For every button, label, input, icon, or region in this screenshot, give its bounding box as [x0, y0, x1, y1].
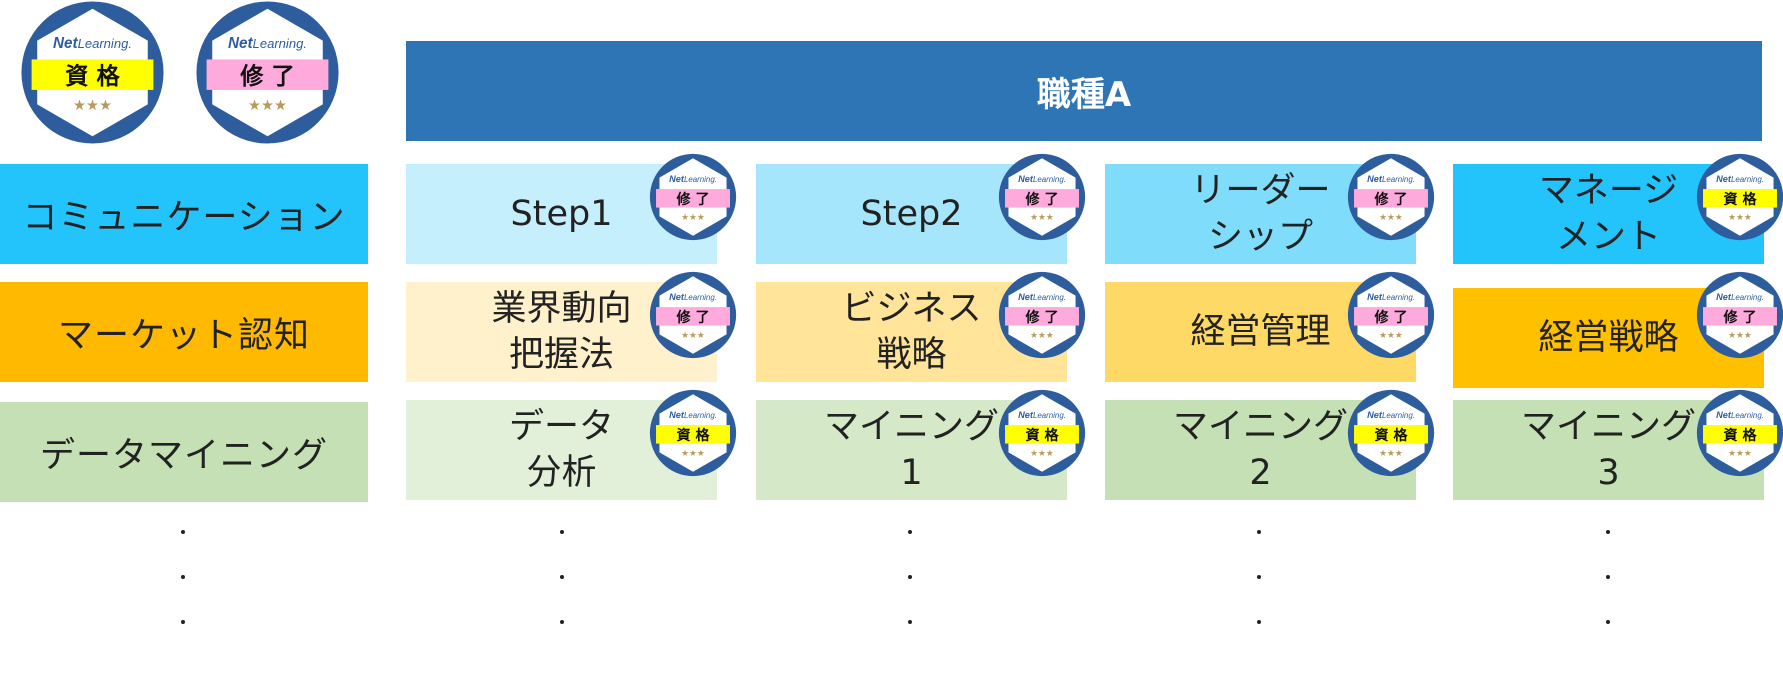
ellipsis-column: [173, 530, 193, 640]
row-label-communication: コミュニケーション: [0, 164, 368, 264]
skill-cell-text: マネージ メント: [1538, 171, 1679, 257]
svg-text:★★★: ★★★: [1030, 449, 1054, 459]
cell-badge: NetLearning. 修 了 ★★★: [649, 271, 737, 359]
ellipsis-column: [1598, 530, 1618, 640]
svg-text:★★★: ★★★: [681, 213, 705, 223]
svg-text:NetLearning.: NetLearning.: [228, 35, 307, 52]
cell-badge: NetLearning. 修 了 ★★★: [649, 153, 737, 241]
svg-text:資 格: 資 格: [65, 63, 120, 90]
svg-text:NetLearning.: NetLearning.: [1716, 292, 1764, 302]
skill-cell-text: Step2: [860, 194, 963, 234]
svg-text:NetLearning.: NetLearning.: [53, 35, 132, 52]
ellipsis-dot: [1257, 575, 1261, 579]
skill-cell-text: マイニング 2: [1172, 407, 1348, 493]
svg-text:修 了: 修 了: [1373, 309, 1407, 326]
svg-text:★★★: ★★★: [1379, 331, 1403, 341]
svg-text:NetLearning.: NetLearning.: [1367, 292, 1415, 302]
svg-text:NetLearning.: NetLearning.: [1716, 174, 1764, 184]
svg-text:★★★: ★★★: [1030, 331, 1054, 341]
skill-cell-text: ビジネス 戦略: [841, 289, 982, 375]
ellipsis-column: [1249, 530, 1269, 640]
ellipsis-dot: [181, 620, 185, 624]
svg-text:NetLearning.: NetLearning.: [1018, 174, 1066, 184]
ellipsis-dot: [908, 530, 912, 534]
ellipsis-column: [900, 530, 920, 640]
row-label-text: マーケット認知: [57, 315, 310, 356]
ellipsis-dot: [1606, 530, 1610, 534]
cell-badge: NetLearning. 修 了 ★★★: [1347, 271, 1435, 359]
svg-text:★★★: ★★★: [1728, 449, 1752, 459]
cell-badge: NetLearning. 修 了 ★★★: [1347, 153, 1435, 241]
svg-text:修 了: 修 了: [1024, 191, 1058, 208]
ellipsis-dot: [1606, 620, 1610, 624]
cell-badge: NetLearning. 資 格 ★★★: [1696, 389, 1783, 477]
svg-text:資 格: 資 格: [1723, 191, 1757, 208]
svg-text:★★★: ★★★: [1030, 213, 1054, 223]
job-type-title: 職種A: [1036, 74, 1132, 115]
ellipsis-dot: [1606, 575, 1610, 579]
svg-text:★★★: ★★★: [248, 98, 287, 114]
svg-text:NetLearning.: NetLearning.: [669, 174, 717, 184]
cell-badge: NetLearning. 修 了 ★★★: [998, 153, 1086, 241]
svg-text:資 格: 資 格: [676, 427, 710, 444]
svg-text:NetLearning.: NetLearning.: [1018, 292, 1066, 302]
row-label-datamining: データマイニング: [0, 402, 368, 502]
skill-cell-text: リーダー シップ: [1190, 171, 1331, 257]
cell-badge: NetLearning. 資 格 ★★★: [1347, 389, 1435, 477]
svg-text:★★★: ★★★: [1379, 213, 1403, 223]
legend-badge-qualification: NetLearning. 資 格 ★★★: [20, 0, 165, 145]
ellipsis-dot: [1257, 620, 1261, 624]
svg-text:資 格: 資 格: [1723, 427, 1757, 444]
skill-cell-text: 業界動向 把握法: [491, 289, 632, 375]
ellipsis-dot: [560, 530, 564, 534]
svg-text:NetLearning.: NetLearning.: [669, 410, 717, 420]
ellipsis-column: [552, 530, 572, 640]
ellipsis-dot: [908, 620, 912, 624]
skill-cell-text: マイニング 1: [823, 407, 999, 493]
cell-badge: NetLearning. 修 了 ★★★: [998, 271, 1086, 359]
svg-text:修 了: 修 了: [1373, 191, 1407, 208]
svg-text:NetLearning.: NetLearning.: [1018, 410, 1066, 420]
job-type-header: 職種A: [406, 41, 1762, 141]
skill-cell-text: データ 分析: [508, 407, 614, 493]
legend-badge-completion: NetLearning. 修 了 ★★★: [195, 0, 340, 145]
svg-text:修 了: 修 了: [675, 191, 709, 208]
svg-text:★★★: ★★★: [681, 449, 705, 459]
svg-text:NetLearning.: NetLearning.: [1367, 174, 1415, 184]
svg-text:修 了: 修 了: [1024, 309, 1058, 326]
cell-badge: NetLearning. 修 了 ★★★: [1696, 271, 1783, 359]
skill-cell-text: 経営管理: [1190, 312, 1331, 352]
skill-cell-text: 経営戦略: [1538, 318, 1679, 358]
skill-cell-text: Step1: [510, 194, 613, 234]
row-label-market: マーケット認知: [0, 282, 368, 382]
svg-text:資 格: 資 格: [1025, 427, 1059, 444]
svg-text:★★★: ★★★: [681, 331, 705, 341]
ellipsis-dot: [560, 575, 564, 579]
svg-text:修 了: 修 了: [239, 63, 294, 90]
svg-text:資 格: 資 格: [1374, 427, 1408, 444]
cell-badge: NetLearning. 資 格 ★★★: [1696, 153, 1783, 241]
svg-text:★★★: ★★★: [1379, 449, 1403, 459]
svg-text:★★★: ★★★: [1728, 213, 1752, 223]
svg-text:NetLearning.: NetLearning.: [1367, 410, 1415, 420]
skill-cell-text: マイニング 3: [1520, 407, 1696, 493]
ellipsis-dot: [181, 530, 185, 534]
svg-text:★★★: ★★★: [1728, 331, 1752, 341]
cell-badge: NetLearning. 資 格 ★★★: [649, 389, 737, 477]
svg-text:★★★: ★★★: [73, 98, 112, 114]
svg-text:修 了: 修 了: [1722, 309, 1756, 326]
svg-text:修 了: 修 了: [675, 309, 709, 326]
row-label-text: コミュニケーション: [22, 197, 346, 238]
row-label-text: データマイニング: [39, 435, 328, 476]
svg-text:NetLearning.: NetLearning.: [669, 292, 717, 302]
ellipsis-dot: [908, 575, 912, 579]
svg-text:NetLearning.: NetLearning.: [1716, 410, 1764, 420]
ellipsis-dot: [560, 620, 564, 624]
ellipsis-dot: [181, 575, 185, 579]
cell-badge: NetLearning. 資 格 ★★★: [998, 389, 1086, 477]
ellipsis-dot: [1257, 530, 1261, 534]
